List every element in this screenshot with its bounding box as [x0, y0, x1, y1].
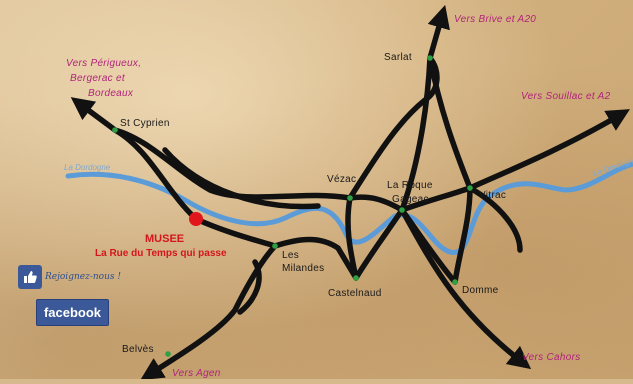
road-museum-milandes [193, 216, 278, 249]
label-vitrac: Vitrac [479, 190, 506, 201]
label-st-cyprien: St Cyprien [120, 118, 170, 129]
museum-title: MUSEE [145, 233, 184, 245]
road-castelnaud-laroque [353, 207, 405, 281]
like-text[interactable]: Rejoignez-nous ! [45, 272, 121, 282]
road-milandes-castelnaud [272, 236, 359, 281]
road-vitrac-domme [452, 185, 473, 285]
road-perigueux [70, 97, 118, 133]
facebook-button[interactable]: facebook [36, 299, 109, 326]
dest-brive: Vers Brive et A20 [454, 14, 536, 25]
town-dot-vezac [347, 195, 353, 201]
label-gageac: Gageac [392, 194, 429, 205]
road-sarlat-laroque [399, 55, 433, 213]
town-dot-castelnaud [353, 275, 359, 281]
dest-perigueux-1: Vers Périgueux, [66, 58, 141, 69]
road-agen [140, 243, 278, 381]
dest-souillac: Vers Souillac et A2 [521, 91, 611, 102]
label-milandes: Milandes [282, 263, 324, 274]
label-castelnaud: Castelnaud [328, 288, 382, 299]
museum-dot[interactable] [189, 212, 203, 226]
road-vitrac-east [467, 185, 523, 253]
town-dot-sarlat [427, 55, 433, 61]
town-dot-la-roque [399, 207, 405, 213]
label-domme: Domme [462, 285, 499, 296]
thumbs-up-icon[interactable] [18, 265, 42, 289]
facebook-like-widget[interactable]: Rejoignez-nous ! [18, 264, 121, 290]
dest-perigueux-3: Bordeaux [88, 88, 134, 99]
dest-cahors: Vers Cahors [522, 352, 581, 363]
town-dot-domme [452, 279, 458, 285]
road-souillac [467, 109, 630, 191]
river-label-left: La Dordogne [64, 163, 111, 172]
label-sarlat: Sarlat [384, 52, 412, 63]
label-la-roque: La Roque [387, 180, 433, 191]
road-vezac-sarlat [347, 55, 440, 201]
road-castelnaud-vezac [345, 195, 359, 281]
label-belves: Belvès [122, 344, 154, 355]
dest-agen: Vers Agen [172, 368, 221, 379]
town-dot-st-cyprien [112, 127, 118, 133]
road-st-cyprien-vezac [112, 127, 353, 201]
road-sarlat-vitrac [427, 55, 473, 191]
town-dot-milandes [272, 243, 278, 249]
road-brive [427, 4, 450, 61]
label-les: Les [282, 250, 299, 261]
label-vezac: Vézac [327, 174, 356, 185]
road-milandes-loop [237, 259, 262, 315]
town-dot-belves [165, 351, 171, 357]
road-cahors [399, 207, 532, 370]
town-dot-vitrac [467, 185, 473, 191]
dest-perigueux-2: Bergerac et [70, 73, 126, 84]
road-laroque-vitrac [399, 185, 473, 213]
road-inner [162, 147, 321, 210]
road-vezac-laroque [347, 194, 405, 213]
road-st-cyprien-museum [112, 127, 199, 222]
river-dordogne [65, 161, 633, 255]
museum-subtitle: La Rue du Temps qui passe [95, 248, 227, 259]
